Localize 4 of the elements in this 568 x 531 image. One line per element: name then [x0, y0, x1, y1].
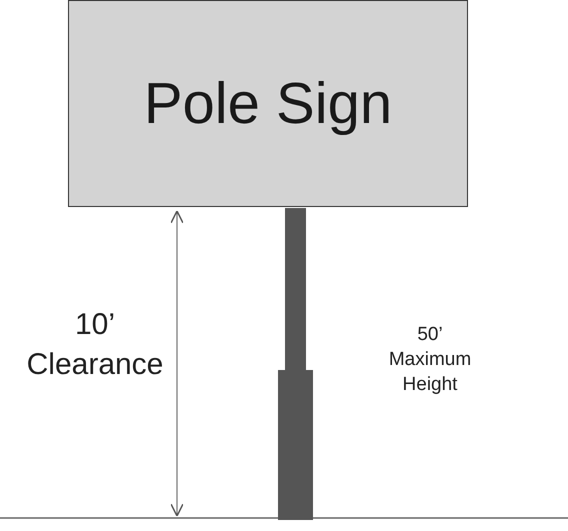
dimension-label: 10’ Clearance [26, 307, 164, 383]
sign-title: Pole Sign [144, 70, 392, 137]
sign-panel [68, 0, 468, 207]
dimension-label: 50’ Maximum Height [388, 323, 472, 397]
